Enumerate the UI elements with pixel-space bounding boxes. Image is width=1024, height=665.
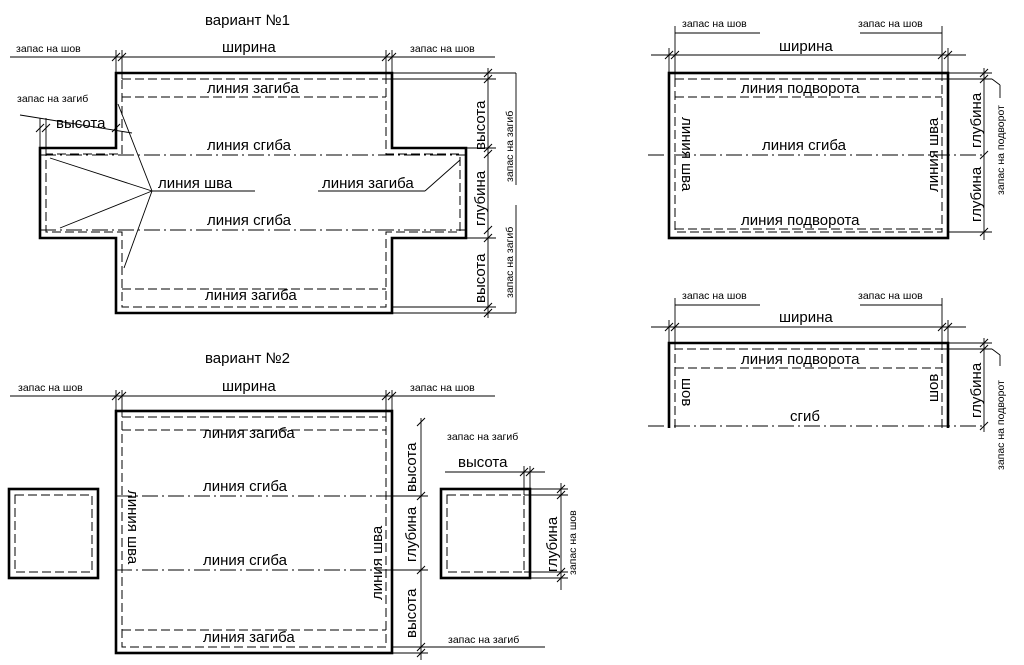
variant2-seam-line-label-left: линия шва [124, 490, 141, 565]
variant1-ticks [35, 123, 121, 133]
right-top-leader [991, 78, 1001, 86]
variant2-title: вариант №2 [205, 350, 290, 367]
variant1-height-label: высота [56, 115, 106, 132]
right-bottom-leader [991, 348, 1001, 356]
variant1-leader [123, 190, 153, 269]
variant2-bend-line-label: линия сгиба [203, 552, 288, 569]
variant1-depth-label: глубина [472, 170, 489, 226]
right-bottom-seam-allowance-right: запас на шов [858, 290, 923, 302]
right-top-width-label: ширина [779, 38, 833, 55]
variant1-fold-allowance-right-bottom: запас на загиб [504, 227, 516, 298]
right-bottom-seam-contour [674, 348, 943, 428]
right-bottom-bend-label: сгиб [790, 408, 820, 425]
variant2-side-panel-left [7, 487, 100, 580]
variant2-main-seam-contour [121, 416, 387, 648]
variant2-width-label: ширина [222, 378, 276, 395]
variant1-bend-line-label: линия сгиба [207, 137, 292, 154]
right-top-seam-line-right: линия шва [925, 117, 942, 192]
right-top-ticks [664, 50, 953, 60]
variant1-title: вариант №1 [205, 12, 290, 29]
variant1-fold-allowance-left: запас на загиб [17, 93, 88, 105]
right-bottom-ticks [979, 338, 989, 431]
right-bottom-hem-line-label: линия подворота [741, 351, 860, 368]
right-top-ticks [979, 68, 989, 237]
right-bottom-diagram: линия подворота сгиб шов шов запас на шо… [648, 290, 1007, 470]
right-top-seam-line-left: линия шва [678, 117, 695, 192]
right-bottom-width-label: ширина [779, 309, 833, 326]
variant2-depth-label: глубина [403, 506, 420, 562]
right-bottom-ticks [664, 322, 953, 332]
variant2-side-depth-label: глубина [544, 516, 561, 572]
right-bottom-seam-allowance-left: запас на шов [682, 290, 747, 302]
variant1-fold-line-label: линия загиба [207, 80, 299, 97]
variant2-seam-allowance-right: запас на шов [410, 382, 475, 394]
right-bottom-depth-label: глубина [968, 362, 985, 418]
variant2-fold-allowance-side: запас на загиб [447, 431, 518, 443]
right-bottom-seam-left: шов [678, 378, 695, 406]
variant1-ticks [111, 52, 397, 62]
variant1-height-label: высота [472, 253, 489, 303]
variant2-ticks [556, 484, 566, 583]
variant2-fold-line-label: линия загиба [203, 629, 295, 646]
variant2-seam-line-label-right: линия шва [369, 525, 386, 600]
variant1-fold-line-label: линия загиба [205, 287, 297, 304]
variant2-side-panel-right-seam [446, 494, 525, 573]
right-bottom-hem-allowance: запас на подворот [995, 380, 1007, 470]
right-top-seam-allowance-right: запас на шов [858, 18, 923, 30]
variant1-bend-line-label: линия сгиба [207, 212, 292, 229]
variant2-fold-line-label: линия загиба [203, 425, 295, 442]
variant1-leader [117, 103, 153, 192]
right-bottom-outline [667, 341, 950, 428]
right-top-seam-contour [674, 78, 943, 233]
variant1-leader [49, 157, 153, 192]
variant1-fold-allowance-right-top: запас на загиб [504, 111, 516, 182]
variant2-side-panel-right [439, 487, 532, 580]
variant1-fold-line-label: линия загиба [322, 175, 414, 192]
variant1-leader [59, 190, 153, 229]
variant2-seam-allowance-left: запас на шов [18, 382, 83, 394]
variant2-fold-allowance-bottom: запас на загиб [448, 634, 519, 646]
variant1-seam-allowance-left: запас на шов [16, 43, 81, 55]
right-top-hem-allowance: запас на подворот [995, 105, 1007, 195]
variant1-outline [38, 71, 468, 315]
variant2-bend-line-label: линия сгиба [203, 478, 288, 495]
variant2-ticks [111, 391, 397, 401]
variant2-side-height-label: высота [458, 454, 508, 471]
right-top-bend-line-label: линия сгиба [762, 137, 847, 154]
variant1-seam-line-label: линия шва [158, 175, 233, 192]
variant2-diagram: вариант №2 линия загиба линия сгиба лини… [7, 350, 579, 660]
variant1-diagram: вариант №1 линия загиба линия сгиба лини… [10, 12, 517, 318]
variant2-seam-allowance-side: запас на шов [567, 510, 579, 575]
variant2-ticks [416, 417, 426, 658]
right-top-depth-label: глубина [968, 166, 985, 222]
right-top-seam-allowance-left: запас на шов [682, 18, 747, 30]
variant1-ticks [483, 68, 493, 318]
variant1-width-label: ширина [222, 39, 276, 56]
variant1-seam-allowance-right: запас на шов [410, 43, 475, 55]
right-top-diagram: линия подворота линия сгиба линия подвор… [648, 18, 1007, 240]
right-top-outline [667, 71, 950, 240]
right-top-hem-line-label: линия подворота [741, 212, 860, 229]
right-top-hem-line-label: линия подворота [741, 80, 860, 97]
variant2-height-label: высота [403, 442, 420, 492]
variant1-height-label: высота [472, 100, 489, 150]
variant1-seam-contour [45, 78, 461, 308]
variant2-height-label: высота [403, 588, 420, 638]
variant2-side-panel-left-seam [14, 494, 93, 573]
variant1-leader [424, 159, 461, 192]
variant2-ticks [519, 467, 535, 477]
right-top-depth-label: глубина [968, 92, 985, 148]
right-bottom-seam-right: шов [925, 374, 942, 402]
variant2-main-outline [114, 409, 394, 655]
